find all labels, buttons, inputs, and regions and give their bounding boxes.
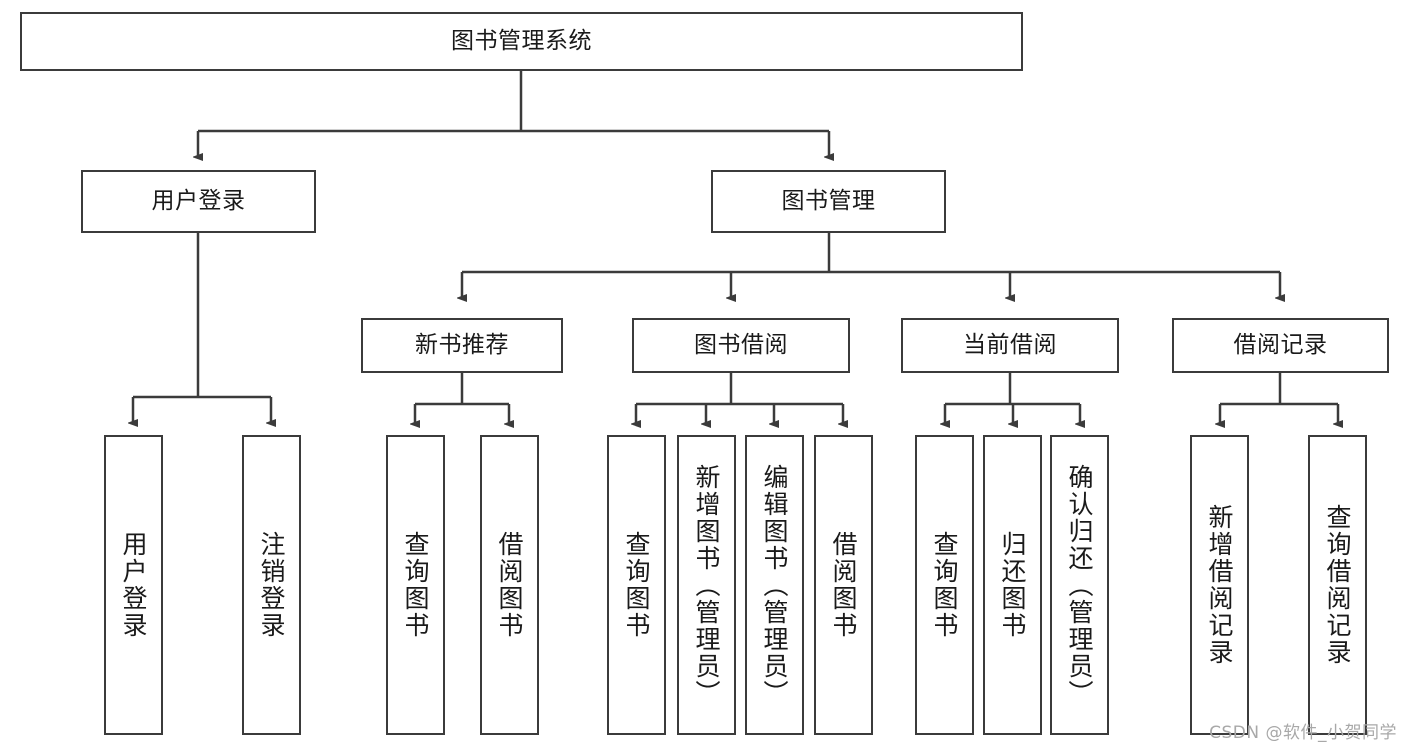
leaf-add-borrow-record[interactable]: 新增借阅记录 [1190, 435, 1249, 735]
node-book-borrowing[interactable]: 图书借阅 [632, 318, 850, 373]
node-label: 用户登录 [151, 187, 246, 214]
leaf-edit-book-admin[interactable]: 编辑图书（管理员） [745, 435, 804, 735]
node-label: 查询图书 [401, 531, 430, 639]
node-label: 借阅图书 [495, 531, 524, 639]
node-user-login[interactable]: 用户登录 [81, 170, 316, 233]
node-root-book-management-system[interactable]: 图书管理系统 [20, 12, 1023, 71]
node-label: 新增图书（管理员） [692, 463, 721, 707]
node-label: 图书管理 [781, 187, 876, 214]
leaf-return-book[interactable]: 归还图书 [983, 435, 1042, 735]
node-label: 当前借阅 [963, 331, 1057, 358]
leaf-query-book-current[interactable]: 查询图书 [915, 435, 974, 735]
node-label: 查询图书 [930, 531, 959, 639]
leaf-borrow-book[interactable]: 借阅图书 [814, 435, 873, 735]
node-label: 新书推荐 [415, 331, 509, 358]
leaf-confirm-return-admin[interactable]: 确认归还（管理员） [1050, 435, 1109, 735]
node-current-borrowing[interactable]: 当前借阅 [901, 318, 1119, 373]
node-borrowing-records[interactable]: 借阅记录 [1172, 318, 1389, 373]
node-new-book-recommendation[interactable]: 新书推荐 [361, 318, 563, 373]
node-label: 查询图书 [622, 531, 651, 639]
node-label: 查询借阅记录 [1323, 504, 1352, 666]
leaf-borrow-book-recommendation[interactable]: 借阅图书 [480, 435, 539, 735]
node-label: 新增借阅记录 [1205, 504, 1234, 666]
leaf-query-borrow-record[interactable]: 查询借阅记录 [1308, 435, 1367, 735]
node-label: 归还图书 [998, 531, 1027, 639]
node-label: 借阅图书 [829, 531, 858, 639]
node-label: 确认归还（管理员） [1065, 463, 1094, 707]
leaf-query-book-borrowing[interactable]: 查询图书 [607, 435, 666, 735]
leaf-logout[interactable]: 注销登录 [242, 435, 301, 735]
node-label: 用户登录 [119, 531, 148, 639]
leaf-query-book-recommendation[interactable]: 查询图书 [386, 435, 445, 735]
leaf-add-book-admin[interactable]: 新增图书（管理员） [677, 435, 736, 735]
node-label: 注销登录 [257, 531, 286, 639]
watermark: CSDN @软件_小贺同学 [1209, 723, 1397, 743]
node-book-management[interactable]: 图书管理 [711, 170, 946, 233]
node-label: 编辑图书（管理员） [760, 463, 789, 707]
node-label: 图书借阅 [694, 331, 788, 358]
node-label: 图书管理系统 [451, 27, 592, 54]
node-label: 借阅记录 [1233, 331, 1328, 358]
leaf-user-login[interactable]: 用户登录 [104, 435, 163, 735]
